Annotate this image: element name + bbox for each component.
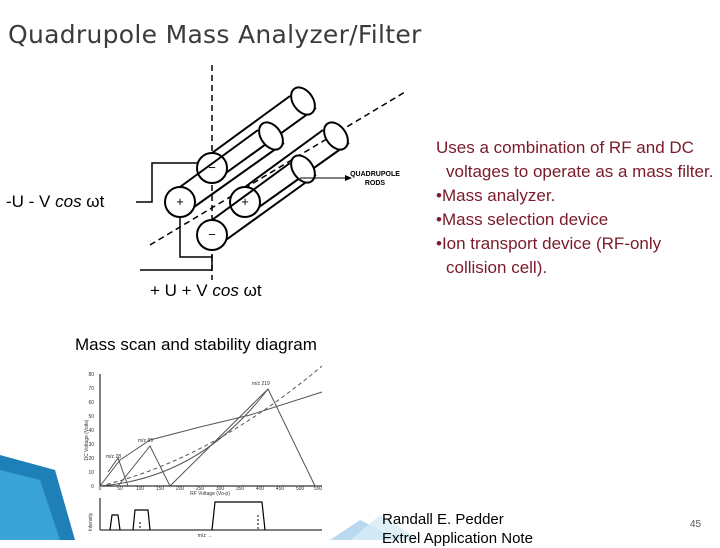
stability-diagram — [66, 365, 328, 531]
spectrum-y-label: Intensity — [88, 512, 94, 531]
slide-title: Quadrupole Mass Analyzer/Filter — [8, 20, 422, 49]
y-tick: 30 — [88, 442, 94, 448]
rod-sign-left: + — [176, 194, 184, 209]
bottom-formula: + U + V cos ωt — [150, 281, 262, 300]
spectrum-x-label: m/z → — [198, 533, 212, 539]
x-tick: 0 — [99, 486, 102, 492]
rods-label-line1: QUADRUPOLE — [350, 171, 400, 178]
x-axis-label: RF Voltage (Vo-p) — [190, 491, 230, 497]
y-tick: 60 — [88, 400, 94, 406]
y-tick: 0 — [91, 484, 94, 490]
bullet-list: Uses a combination of RF and DC voltages… — [436, 136, 718, 280]
y-tick: 50 — [88, 414, 94, 420]
rod-sign-bottom: − — [208, 227, 216, 242]
rods-label-line2: RODS — [365, 180, 386, 187]
x-tick: 450 — [276, 486, 285, 492]
credit-author: Randall E. Pedder — [382, 511, 504, 528]
bullet-item: •Mass selection device — [436, 210, 609, 229]
x-tick: 350 — [236, 486, 245, 492]
y-tick: 80 — [88, 372, 94, 378]
bullet-item: •Ion transport device (RF-only collision… — [436, 234, 662, 277]
x-tick: 500 — [296, 486, 305, 492]
x-tick: 300 — [216, 486, 225, 492]
left-formula: -U - V cos ωt — [6, 192, 105, 211]
peak-label: m/z 28 — [106, 454, 121, 460]
x-tick: 550 — [314, 486, 323, 492]
x-tick: 50 — [117, 486, 123, 492]
rod-sign-right: + — [241, 194, 249, 209]
credit-source: Extrel Application Note — [382, 530, 533, 547]
x-tick: 250 — [196, 486, 205, 492]
bullet-intro: Uses a combination of RF and DC voltages… — [436, 138, 714, 181]
x-tick: 150 — [156, 486, 165, 492]
peak-label: m/z 219 — [252, 381, 270, 387]
y-axis-label: DC Voltage (Volts) — [84, 419, 90, 460]
bullet-item: •Mass analyzer. — [436, 186, 556, 205]
page-number: 45 — [690, 519, 702, 530]
peak-label: m/z 69 — [138, 438, 153, 444]
credit: Randall E. Pedder Extrel Application Not… — [382, 510, 682, 548]
x-tick: 100 — [136, 486, 145, 492]
quadrupole-diagram — [136, 65, 406, 280]
corner-decoration — [0, 455, 420, 540]
y-tick: 40 — [88, 428, 94, 434]
y-tick: 20 — [88, 456, 94, 462]
y-tick: 10 — [88, 470, 94, 476]
x-tick: 400 — [256, 486, 265, 492]
y-tick: 70 — [88, 386, 94, 392]
figure-caption: Mass scan and stability diagram — [75, 335, 317, 354]
rod-sign-top: − — [208, 160, 216, 175]
x-tick: 200 — [176, 486, 185, 492]
